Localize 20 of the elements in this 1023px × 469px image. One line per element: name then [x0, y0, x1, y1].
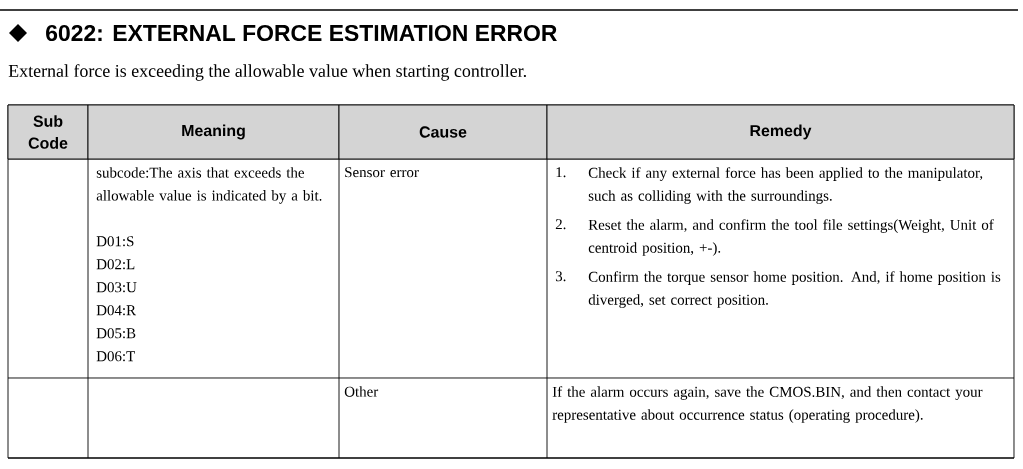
heading: 6022: EXTERNAL FORCE ESTIMATION ERROR: [46, 24, 557, 42]
remedy-text: Confirm the torque sensor home position. And, if home position is diverged, set correct position.: [588, 271, 1001, 308]
bit-code-text: D02:L: [96, 259, 135, 270]
meaning-text: subcode:The axis that exceeds the allowable value is indicated by a bit.: [96, 167, 322, 204]
remedy-text: Reset the alarm, and confirm the tool file settings(Weight, Unit of centroid position, +-).: [588, 219, 994, 256]
bit-code-text: D01:S: [96, 236, 134, 247]
list-number: 3.: [555, 271, 566, 282]
bit-code-text: D03:U: [96, 282, 137, 293]
remedy-text: Check if any external force has been applied to the manipulator, such as colliding with the surroundings.: [588, 167, 983, 204]
remedy-text: If the alarm occurs again, save the CMOS.BIN, and then contact your representative about occurrence status (operating procedure).: [552, 386, 983, 423]
column-header: Cause: [338, 104, 548, 160]
list-number: 1.: [556, 167, 566, 178]
list-number: 2.: [555, 219, 566, 230]
column-header: Sub Code: [7, 104, 89, 160]
bit-code-text: D05:B: [96, 328, 136, 339]
cause-text: Other: [344, 386, 379, 397]
subtitle-text: External force is exceeding the allowable value when starting controller.: [8, 64, 526, 81]
cause-text: Sensor error: [345, 167, 419, 178]
bit-code-text: D04:R: [96, 305, 137, 316]
bit-code-text: D06:T: [96, 351, 135, 362]
